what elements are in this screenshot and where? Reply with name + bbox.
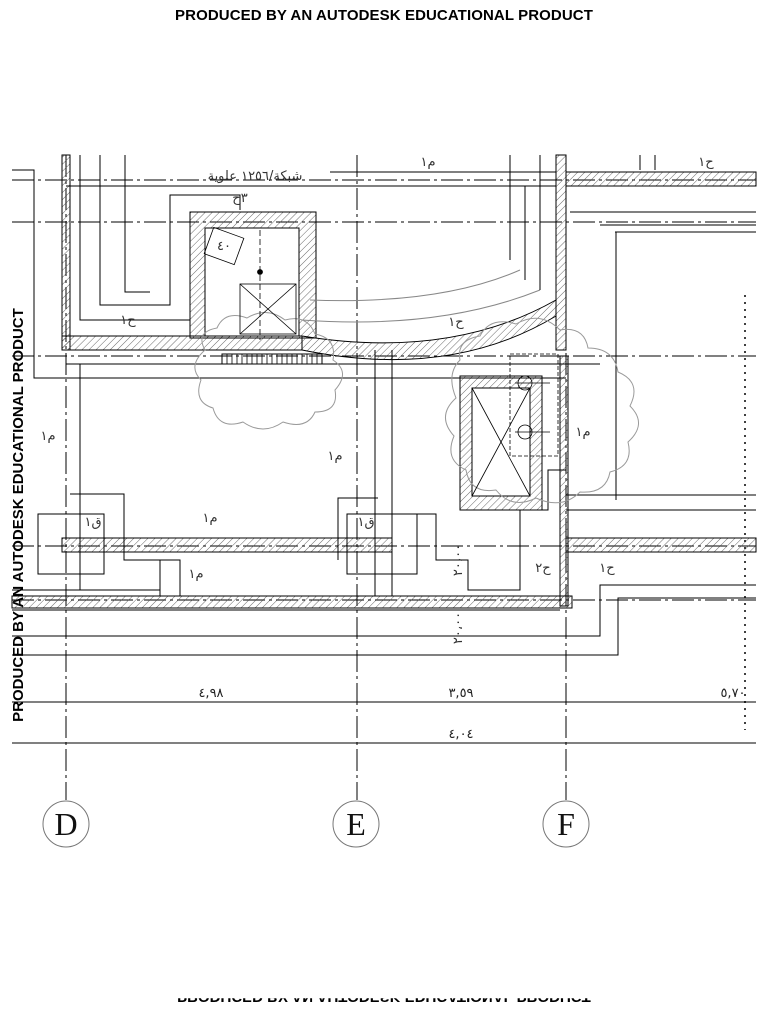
note-room-1: م١ <box>202 511 217 526</box>
grid-lines <box>12 155 756 800</box>
grid-label-d: D <box>54 806 77 842</box>
note-h1: ح١ <box>120 313 136 328</box>
note-top-3: ٣ح <box>232 191 247 206</box>
note-q1: ق١ <box>84 515 101 530</box>
dimension-2: ٣,٥٩ <box>448 686 473 701</box>
note-sub-1: شبكة/١٢٥٦ علوية <box>208 169 303 184</box>
note-h2: ح١ <box>448 315 464 330</box>
note-h4: ح١ <box>599 561 615 576</box>
note-q2: ق١ <box>357 515 374 530</box>
grid-bubble-e: E <box>332 800 380 848</box>
note-top-2: ح١ <box>698 155 714 170</box>
note-right: م١ <box>575 425 590 440</box>
fixture-small-room <box>203 226 297 340</box>
note-box: ٤٠ <box>217 239 231 254</box>
watermark-top: PRODUCED BY AN AUTODESK EDUCATIONAL PROD… <box>175 7 593 24</box>
grid-bubble-f: F <box>542 800 590 848</box>
cloud-outlines <box>194 312 639 504</box>
note-left: م١ <box>40 429 55 444</box>
plan-lines <box>12 155 756 744</box>
fixture-right-room <box>471 353 559 497</box>
dimension-total: ٤,٠٤ <box>448 727 473 742</box>
note-top-1: م١ <box>420 155 435 170</box>
dimension-3: ٥,٧٠ <box>720 686 745 701</box>
dimension-1: ٤,٩٨ <box>198 686 223 701</box>
grid-label-e: E <box>346 806 366 842</box>
note-vertical-2: ٢٠،٠٠ <box>451 612 466 644</box>
note-vertical-1: ٢٠،٠٠ <box>451 544 466 576</box>
note-room-3: م١ <box>188 567 203 582</box>
grid-bubble-d: D <box>42 800 90 848</box>
grid-label-f: F <box>557 806 575 842</box>
note-room-2: م١ <box>327 449 342 464</box>
grating <box>221 353 323 365</box>
note-h3: ح٢ <box>535 561 551 576</box>
